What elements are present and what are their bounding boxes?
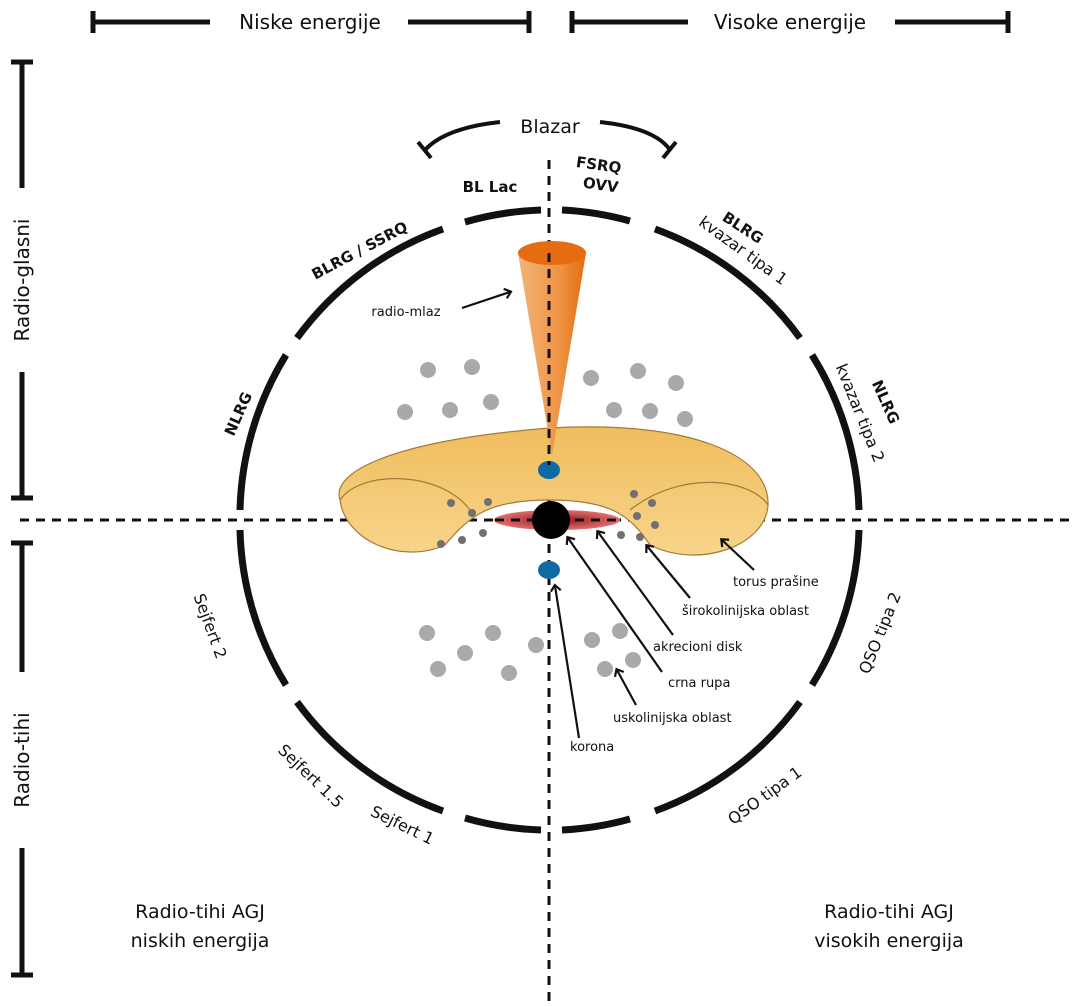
ring-segment <box>653 225 803 341</box>
orientation-ring <box>236 206 863 834</box>
cloud <box>485 625 501 641</box>
torus-body <box>338 426 769 556</box>
jet-cap <box>518 241 586 265</box>
ring-segment <box>653 699 803 815</box>
cloud <box>419 625 435 641</box>
cloud <box>457 645 473 661</box>
high-energy-label: Visoke energije <box>714 10 866 34</box>
black-hole <box>532 501 570 539</box>
dust-torus <box>338 426 769 556</box>
sejfert-1-label: Sejfert 1 <box>368 802 437 849</box>
ring-segment <box>809 353 863 511</box>
radio-loud-label: Radio-glasni <box>10 219 34 342</box>
ring-segment <box>809 529 863 687</box>
cloud <box>464 359 480 375</box>
cloud <box>397 404 413 420</box>
torus-label: torus prašine <box>733 575 819 590</box>
jet-arrow <box>461 287 513 310</box>
qso-tipa-2-label: QSO tipa 2 <box>855 589 905 676</box>
cloud <box>483 394 499 410</box>
low-energy-label: Niske energije <box>239 10 381 34</box>
ovv-label: OVV <box>582 174 620 197</box>
energy-axis: Niske energije Visoke energije <box>90 10 1011 34</box>
ring-segment <box>236 353 289 511</box>
nlr-label: uskolinijska oblast <box>613 711 732 726</box>
blr-arrow <box>645 543 691 599</box>
cloud <box>501 665 517 681</box>
cloud <box>528 637 544 653</box>
bl-lac-label: BL Lac <box>463 178 518 196</box>
left-quadrant-line1: Radio-tihi AGJ <box>135 901 265 923</box>
blazar-arc-end <box>416 140 433 160</box>
korona-label: korona <box>570 740 614 755</box>
cloud <box>642 403 658 419</box>
blazar-arc-right <box>599 120 672 152</box>
torus-edge <box>629 481 769 511</box>
radio-quiet-label: Radio-tihi <box>10 712 34 807</box>
ring-segment <box>294 225 445 341</box>
sejfert-2-label: Sejfert 2 <box>190 591 231 661</box>
right-quadrant-line1: Radio-tihi AGJ <box>824 901 954 923</box>
blazar-arc-end <box>661 140 678 160</box>
blazar-label: Blazar <box>520 116 580 138</box>
disk-arrow <box>595 529 674 636</box>
cloud <box>630 363 646 379</box>
radio-jet <box>518 241 586 465</box>
cloud <box>677 411 693 427</box>
ring-segment <box>561 815 631 834</box>
torus-edge <box>339 478 471 511</box>
blazar-arc-left <box>423 120 501 152</box>
cloud <box>625 652 641 668</box>
blazar-bracket: Blazar <box>416 116 678 160</box>
cloud <box>442 402 458 418</box>
ring-segment <box>236 529 289 687</box>
cloud <box>583 370 599 386</box>
cloud <box>668 375 684 391</box>
nlr-clouds <box>397 359 693 681</box>
right-quadrant-line2: visokih energija <box>814 930 964 952</box>
radio-axis: Radio-glasni Radio-tihi <box>10 59 34 978</box>
cloud <box>606 402 622 418</box>
cloud <box>420 362 436 378</box>
corona-top <box>538 461 560 479</box>
blr-clouds <box>437 490 659 548</box>
fsrq-label: FSRQ <box>575 153 622 177</box>
blr-label: širokolinijska oblast <box>682 604 809 619</box>
radio-mlaz-label: radio-mlaz <box>371 305 440 320</box>
cloud <box>430 661 446 677</box>
black-hole-arrow <box>565 535 663 673</box>
nlr-arrow <box>613 667 637 706</box>
korona-arrow <box>549 583 581 739</box>
ring-segment <box>561 206 631 225</box>
cloud <box>584 632 600 648</box>
disk-label: akrecioni disk <box>653 640 743 655</box>
ring-segment <box>464 206 542 226</box>
component-annotations: radio-mlaz torus prašine širokolinijska … <box>371 287 819 755</box>
torus-arrow <box>720 538 755 571</box>
black-hole-label: crna rupa <box>668 676 730 691</box>
left-quadrant-line2: niskih energija <box>131 930 270 952</box>
jet-cone <box>518 253 586 455</box>
ring-segment <box>294 699 445 815</box>
cloud <box>612 623 628 639</box>
qso-tipa-1-label: QSO tipa 1 <box>724 762 805 828</box>
cloud <box>597 661 613 677</box>
ring-segment <box>464 814 542 834</box>
corona-bottom <box>538 561 560 579</box>
